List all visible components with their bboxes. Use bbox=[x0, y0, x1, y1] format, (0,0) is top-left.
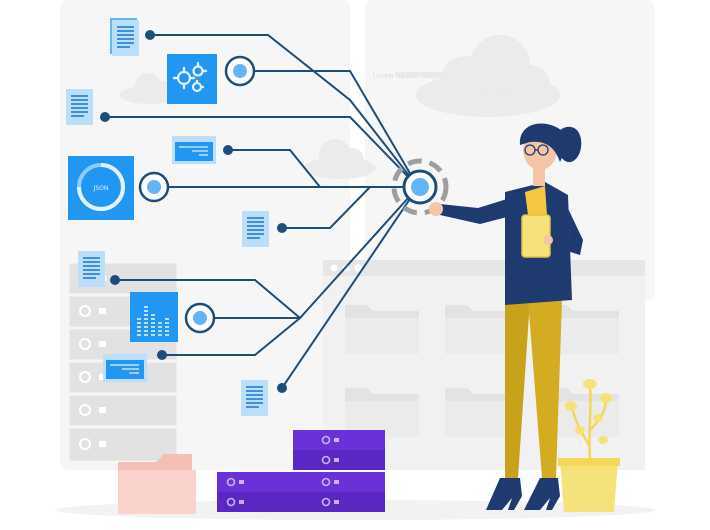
document-icon bbox=[110, 18, 139, 56]
potted-plant bbox=[558, 379, 620, 512]
ponytail bbox=[560, 126, 582, 163]
gauge-label: JSON bbox=[93, 185, 109, 192]
server-unit bbox=[293, 430, 385, 470]
right-arm bbox=[548, 198, 583, 255]
left-leg bbox=[505, 300, 530, 478]
cloud-small bbox=[120, 73, 180, 104]
code-window-icon bbox=[172, 136, 216, 164]
hand bbox=[429, 202, 443, 216]
hub-node bbox=[391, 158, 449, 216]
glasses bbox=[524, 144, 549, 156]
gears-icon bbox=[167, 54, 217, 104]
code-window-icon bbox=[103, 354, 147, 382]
panel-text-line bbox=[395, 72, 455, 77]
hub-dashed-ring bbox=[391, 158, 449, 216]
pink-folder bbox=[118, 454, 196, 514]
left-arm bbox=[440, 198, 515, 224]
cloud-medium bbox=[304, 139, 376, 179]
neck bbox=[533, 168, 545, 186]
clouds bbox=[120, 35, 560, 179]
equalizer-icon bbox=[130, 292, 178, 342]
target-node-gauge bbox=[138, 171, 170, 203]
target-node-equalizer bbox=[184, 302, 216, 334]
document-icon bbox=[241, 380, 268, 416]
right-leg bbox=[528, 300, 562, 478]
document-icon bbox=[66, 89, 93, 125]
document-icon bbox=[78, 251, 105, 287]
server-unit bbox=[217, 472, 385, 512]
document-icon bbox=[242, 211, 269, 247]
left-shoe bbox=[486, 478, 522, 510]
network-lines bbox=[105, 34, 419, 389]
right-shoe bbox=[524, 478, 560, 510]
purple-servers bbox=[217, 430, 385, 512]
cloud-large bbox=[416, 35, 560, 117]
line-endpoints bbox=[100, 30, 287, 393]
json-gauge-icon: JSON bbox=[68, 156, 134, 220]
woman-figure bbox=[429, 123, 583, 510]
target-node-gear bbox=[224, 55, 256, 87]
hair bbox=[519, 123, 565, 162]
